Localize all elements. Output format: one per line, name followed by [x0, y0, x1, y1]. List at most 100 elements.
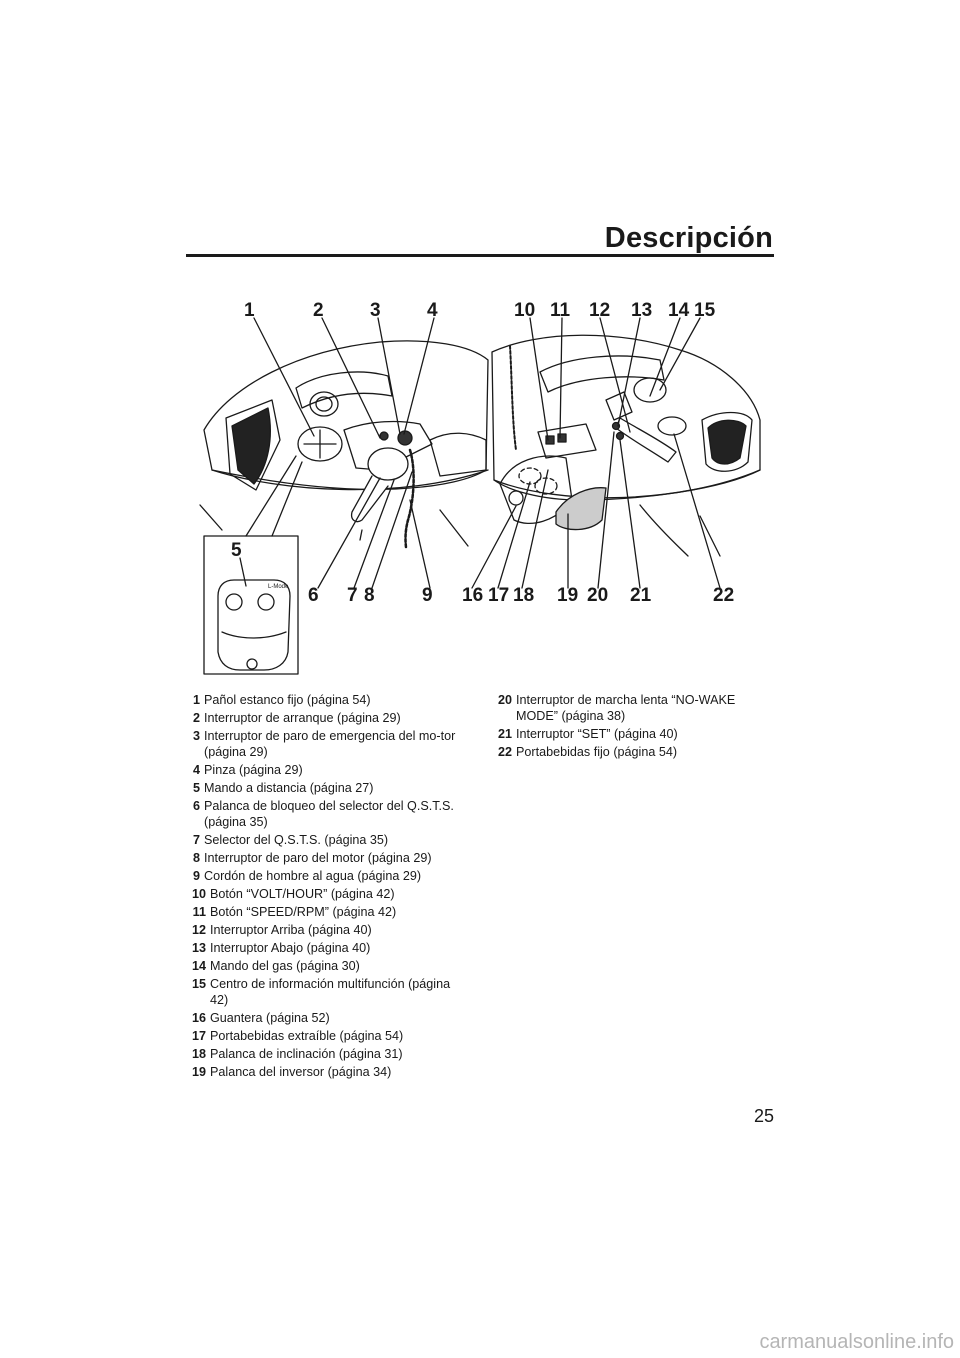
leader-2 — [321, 317, 381, 439]
callout-18: 18 — [513, 585, 534, 606]
legend-item: 18 Palanca de inclinación (página 31) — [189, 1046, 471, 1062]
leader-13 — [617, 317, 641, 427]
legend-item-number: 10 — [191, 887, 206, 901]
left-deck-line — [211, 469, 489, 491]
callout-4: 4 — [427, 300, 438, 321]
button-panel — [537, 423, 597, 459]
callout-17: 17 — [488, 585, 509, 606]
callout-15: 15 — [694, 300, 716, 321]
leader-5 — [239, 557, 247, 587]
legend-item-number: 8 — [192, 851, 200, 865]
callout-16: 16 — [462, 585, 483, 606]
legend-item-text: Interruptor de paro del motor (página 29… — [204, 851, 432, 865]
legend-item-text: Portabebidas extraíble (página 54) — [210, 1029, 404, 1043]
legend-item-text: Palanca de bloqueo del selector del Q.S.… — [204, 799, 454, 829]
legend-item-number: 9 — [192, 869, 200, 883]
leader-22 — [673, 433, 721, 589]
right-mirror — [707, 419, 747, 465]
speed-rpm-button — [557, 433, 567, 443]
handlebar-switch-housing — [367, 447, 409, 481]
legend-item: 8 Interruptor de paro del motor (página 2… — [189, 850, 471, 866]
legend-item-text: Interruptor Arriba (página 40) — [210, 923, 372, 937]
legend-item-text: Portabebidas fijo (página 54) — [516, 745, 678, 759]
left-steering-column — [359, 509, 469, 547]
legend-item-number: 11 — [192, 905, 206, 919]
legend-item-number: 15 — [191, 977, 206, 991]
remote-lower-curve — [221, 631, 287, 639]
legend-item-text: Cordón de hombre al agua (página 29) — [204, 869, 422, 883]
legend-item-number: 2 — [192, 711, 200, 725]
legend-item-number: 16 — [191, 1011, 206, 1025]
storage-lid-left — [297, 426, 343, 462]
page-title: Descripción — [604, 222, 773, 254]
callout-19: 19 — [557, 585, 578, 606]
legend-item-text: Interruptor de marcha lenta “NO-WAKE MOD… — [516, 693, 736, 723]
left-hull-lower-line — [199, 504, 223, 531]
leader-18 — [521, 469, 549, 589]
legend-item-number: 17 — [191, 1029, 206, 1043]
legend-item-number: 7 — [192, 833, 200, 847]
storage-lid-spokes — [303, 429, 337, 459]
dash-panel — [295, 371, 393, 409]
callout-5: 5 — [231, 540, 242, 561]
legend-item-text: Palanca de inclinación (página 31) — [210, 1047, 403, 1061]
leader-8 — [371, 471, 413, 589]
leader-11 — [559, 317, 563, 439]
callout-14: 14 — [668, 300, 690, 321]
legend-item-text: Palanca del inversor (página 34) — [210, 1065, 392, 1079]
callout-11: 11 — [550, 300, 571, 321]
handlebar-grip — [350, 475, 389, 523]
volt-hour-button — [545, 435, 555, 445]
fixed-cupholder — [657, 416, 687, 436]
right-deck-curve — [493, 469, 761, 499]
info-center — [633, 377, 667, 403]
legend-item-number: 21 — [497, 727, 512, 741]
reverse-lever — [555, 487, 607, 531]
callout-21: 21 — [630, 585, 652, 606]
leader-17 — [497, 481, 531, 589]
callout-9: 9 — [422, 585, 433, 606]
callout-10: 10 — [514, 300, 535, 321]
callout-13: 13 — [631, 300, 652, 321]
legend-item-text: Centro de información multifunción (pági… — [210, 977, 451, 1007]
legend-item-text: Interruptor Abajo (página 40) — [210, 941, 371, 955]
leader-14 — [649, 317, 681, 397]
legend-item: 16 Guantera (página 52) — [189, 1010, 471, 1026]
right-mirror-frame — [701, 411, 753, 472]
start-switch — [379, 431, 389, 441]
legend-item-number: 14 — [191, 959, 206, 973]
callout-1: 1 — [244, 300, 255, 321]
legend-item-text: Pañol estanco fijo (página 54) — [204, 693, 371, 707]
leader-4 — [403, 317, 435, 435]
legend-item-number: 1 — [192, 693, 200, 707]
remote-body — [217, 579, 291, 671]
legend-item-number: 18 — [191, 1047, 206, 1061]
remote-button-right — [257, 593, 275, 611]
callout-7: 7 — [347, 585, 358, 606]
callout-20: 20 — [587, 585, 608, 606]
leader-1 — [253, 317, 315, 437]
callout-8: 8 — [364, 585, 375, 606]
legend-item-number: 20 — [497, 693, 512, 707]
left-mirror-frame — [225, 399, 281, 491]
controls-illustration: 1 2 3 4 5 6 7 8 9 10 11 12 13 14 15 16 1… — [199, 300, 761, 675]
legend-item-text: Guantera (página 52) — [210, 1011, 330, 1025]
leader-20 — [597, 431, 615, 589]
leader-9 — [409, 499, 431, 589]
right-hull-sweep — [639, 504, 721, 557]
remote-inset-frame — [203, 535, 299, 675]
remote-key-ring — [246, 658, 258, 670]
legend-item: 19 Palanca del inversor (página 34) — [189, 1064, 471, 1080]
legend-item-number: 19 — [191, 1065, 206, 1079]
